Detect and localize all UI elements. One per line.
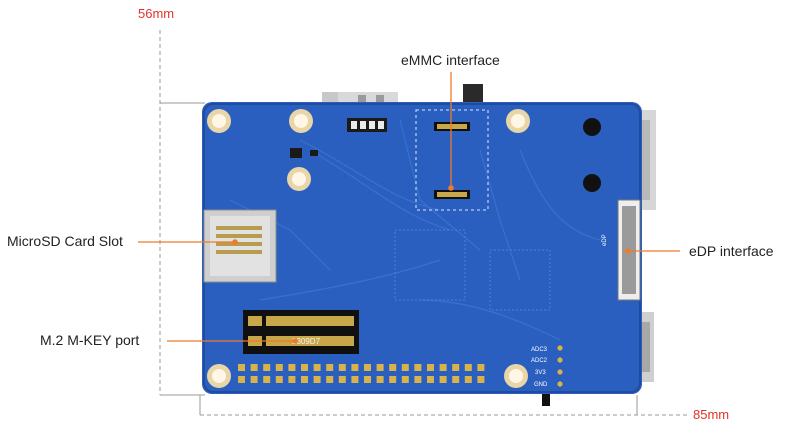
gpio-pin [263, 364, 271, 371]
gpio-pin [301, 364, 308, 371]
gpio-pin [250, 364, 258, 371]
gpio-pin [313, 364, 321, 371]
gpio-pin [275, 376, 283, 383]
m2-mkey-port-label: M.2 M-KEY port [40, 332, 140, 348]
gpio-pin [263, 376, 271, 383]
edp-silk: eDP [602, 234, 608, 246]
mounting-holes [207, 109, 530, 388]
gpio-pin [338, 364, 346, 371]
emmc-interface-label: eMMC interface [401, 52, 500, 68]
gpio-pin [464, 364, 472, 371]
gpio-pin [389, 364, 397, 371]
gpio-pin [439, 364, 447, 371]
gpio-pin [452, 376, 460, 383]
gpio-pin [364, 364, 371, 371]
pin-label-adc2: ADC2 [531, 358, 548, 364]
gpio-pin [389, 376, 397, 383]
gpio-pin [477, 364, 485, 371]
gpio-pin [376, 376, 384, 383]
callout-dots [232, 185, 631, 344]
pin-label-adc3: ADC3 [531, 347, 548, 353]
callout-leaders [138, 72, 680, 342]
gpio-header [238, 364, 485, 383]
emmc-outline [415, 109, 489, 211]
gpio-pin [301, 376, 308, 383]
gpio-pin [275, 364, 283, 371]
gpio-pin [250, 376, 258, 383]
bottom-switch [542, 394, 550, 406]
gpio-pin [477, 376, 485, 383]
right-components [583, 118, 601, 192]
gpio-pin [238, 376, 245, 383]
gpio-pin [351, 376, 359, 383]
gpio-pin [351, 364, 359, 371]
gpio-pin [427, 364, 434, 371]
dimension-guides [159, 30, 690, 416]
microsd-card-slot-label: MicroSD Card Slot [7, 233, 123, 249]
m2-marking: 2309D7 [292, 337, 321, 346]
adc-pins [557, 345, 563, 387]
top-components [290, 118, 387, 158]
gpio-pin [464, 376, 472, 383]
gpio-pin [439, 376, 447, 383]
gpio-pin [414, 376, 422, 383]
gpio-pin [326, 364, 334, 371]
gpio-pin [288, 364, 296, 371]
gpio-pin [326, 376, 334, 383]
gpio-pin [238, 364, 245, 371]
height-dimension-label: 56mm [138, 6, 175, 21]
gpio-pin [401, 376, 409, 383]
gpio-pin [313, 376, 321, 383]
gpio-pin [401, 364, 409, 371]
pin-label-gnd: GND [534, 382, 548, 388]
gpio-pin [376, 364, 384, 371]
pcb-traces [229, 119, 601, 341]
pin-label-3v3: 3V3 [535, 370, 546, 376]
gpio-pin [427, 376, 434, 383]
gpio-pin [338, 376, 346, 383]
m2-slot [243, 310, 359, 354]
gpio-pin [452, 364, 460, 371]
width-dimension-label: 85mm [693, 407, 730, 422]
microsd-slot [203, 209, 277, 283]
gpio-pin [364, 376, 371, 383]
gpio-pin [288, 376, 296, 383]
gpio-pin [414, 364, 422, 371]
edp-interface-label: eDP interface [689, 243, 774, 259]
soc-area [394, 229, 551, 311]
